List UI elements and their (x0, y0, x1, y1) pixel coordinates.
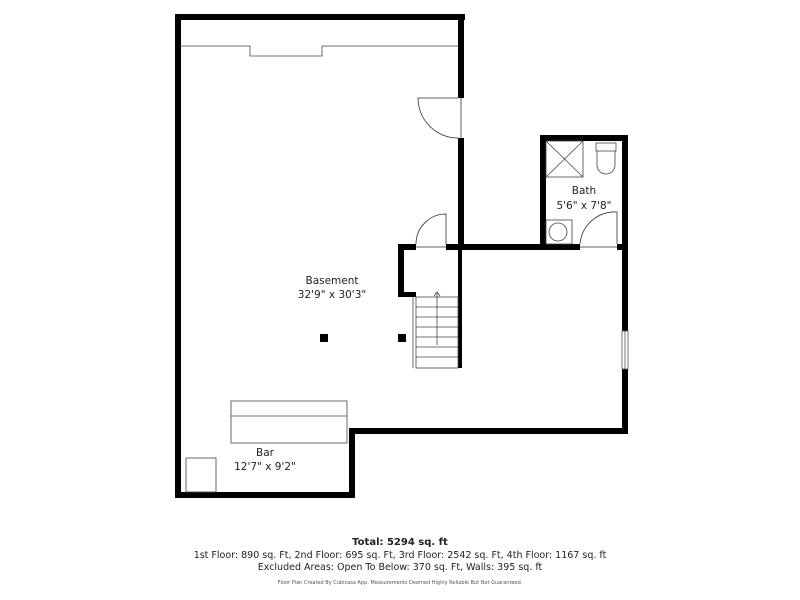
floor-areas: 1st Floor: 890 sq. Ft, 2nd Floor: 695 sq… (193, 550, 607, 561)
room-dimensions-basement: 32'9" x 30'3" (298, 289, 366, 301)
walls (175, 14, 628, 498)
room-name-bar: Bar (256, 447, 275, 459)
room-dimensions-bath: 5'6" x 7'8" (556, 200, 611, 212)
bath-fixtures (545, 140, 617, 245)
columns (320, 334, 406, 342)
room-name-bath: Bath (572, 185, 596, 197)
room-name-basement: Basement (305, 275, 358, 287)
wall-details (181, 45, 458, 57)
credit-note: Floor Plan Created By Cubicasa App. Meas… (277, 580, 523, 586)
doors (415, 97, 618, 248)
stairs (412, 291, 459, 369)
total-area: Total: 5294 sq. ft (352, 537, 448, 548)
room-dimensions-bar: 12'7" x 9'2" (234, 461, 296, 473)
window (621, 330, 629, 370)
excluded-areas: Excluded Areas: Open To Below: 370 sq. F… (257, 562, 543, 573)
bar-fixtures (185, 400, 348, 493)
